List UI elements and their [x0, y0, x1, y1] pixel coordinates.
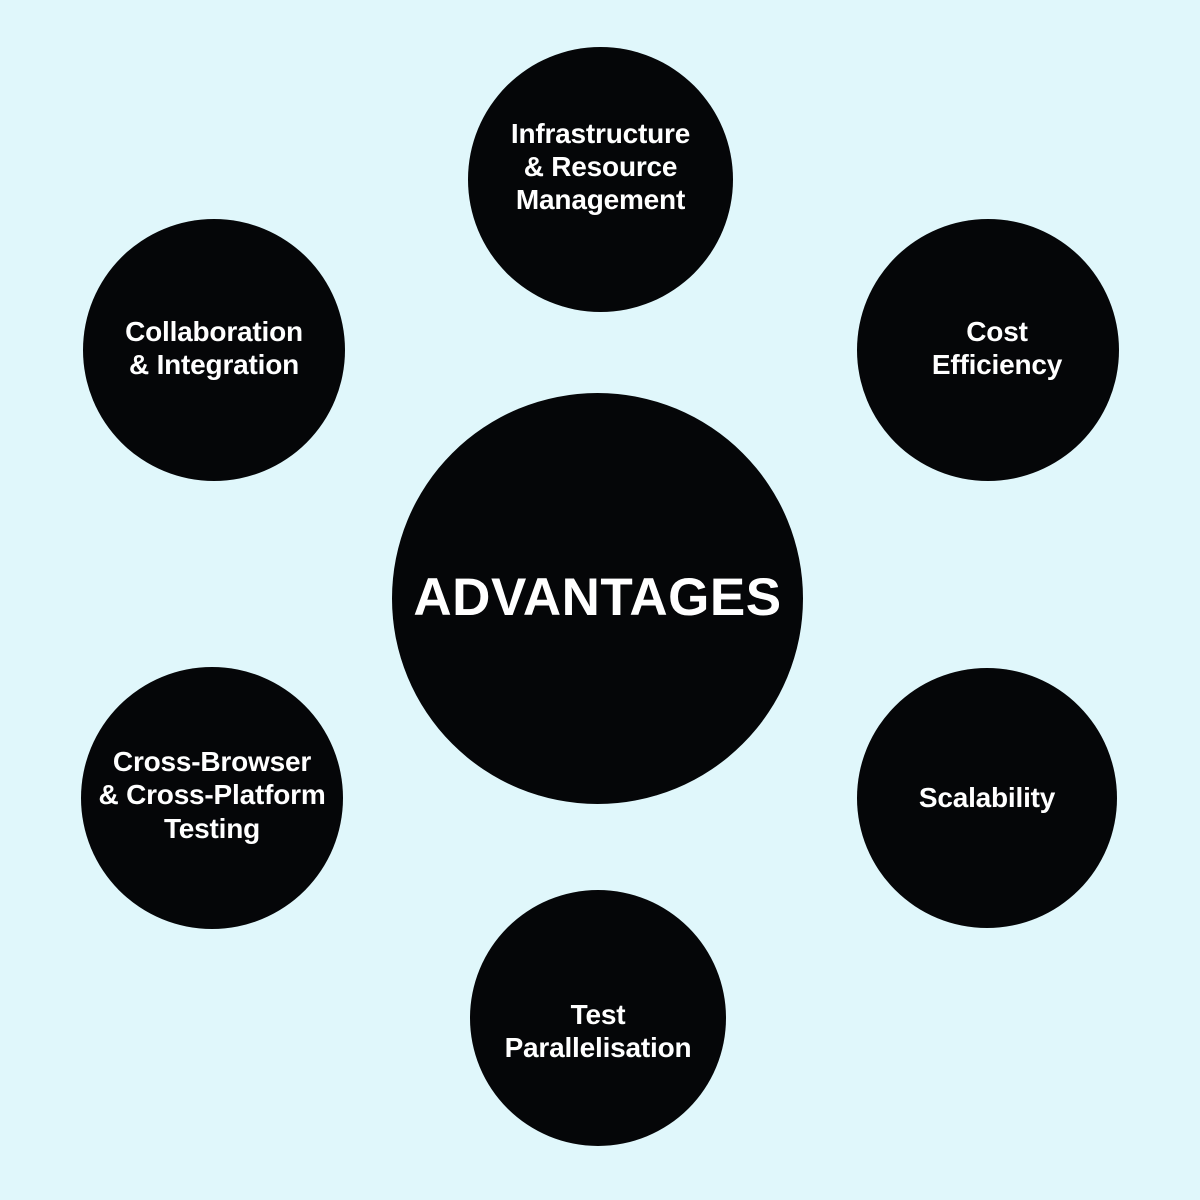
- node-label-infrastructure-resource-management: Infrastructure & Resource Management: [510, 117, 691, 216]
- node-test-parallelisation[interactable]: Test Parallelisation: [470, 890, 726, 1146]
- node-label-scalability: Scalability: [918, 782, 1056, 814]
- node-center-advantages[interactable]: ADVANTAGES: [392, 393, 803, 804]
- node-collaboration-integration[interactable]: Collaboration & Integration: [83, 219, 345, 481]
- node-label-cross-browser-cross-platform-testing: Cross-Browser & Cross-Platform Testing: [98, 746, 326, 844]
- node-scalability[interactable]: Scalability: [857, 668, 1117, 928]
- node-cross-browser-cross-platform-testing[interactable]: Cross-Browser & Cross-Platform Testing: [81, 667, 343, 929]
- node-label-advantages: ADVANTAGES: [413, 568, 782, 628]
- node-label-cost-efficiency: Cost Efficiency: [931, 315, 1063, 380]
- node-infrastructure-resource-management[interactable]: Infrastructure & Resource Management: [468, 47, 733, 312]
- node-label-collaboration-integration: Collaboration & Integration: [125, 315, 303, 380]
- node-label-test-parallelisation: Test Parallelisation: [504, 998, 692, 1063]
- node-cost-efficiency[interactable]: Cost Efficiency: [857, 219, 1119, 481]
